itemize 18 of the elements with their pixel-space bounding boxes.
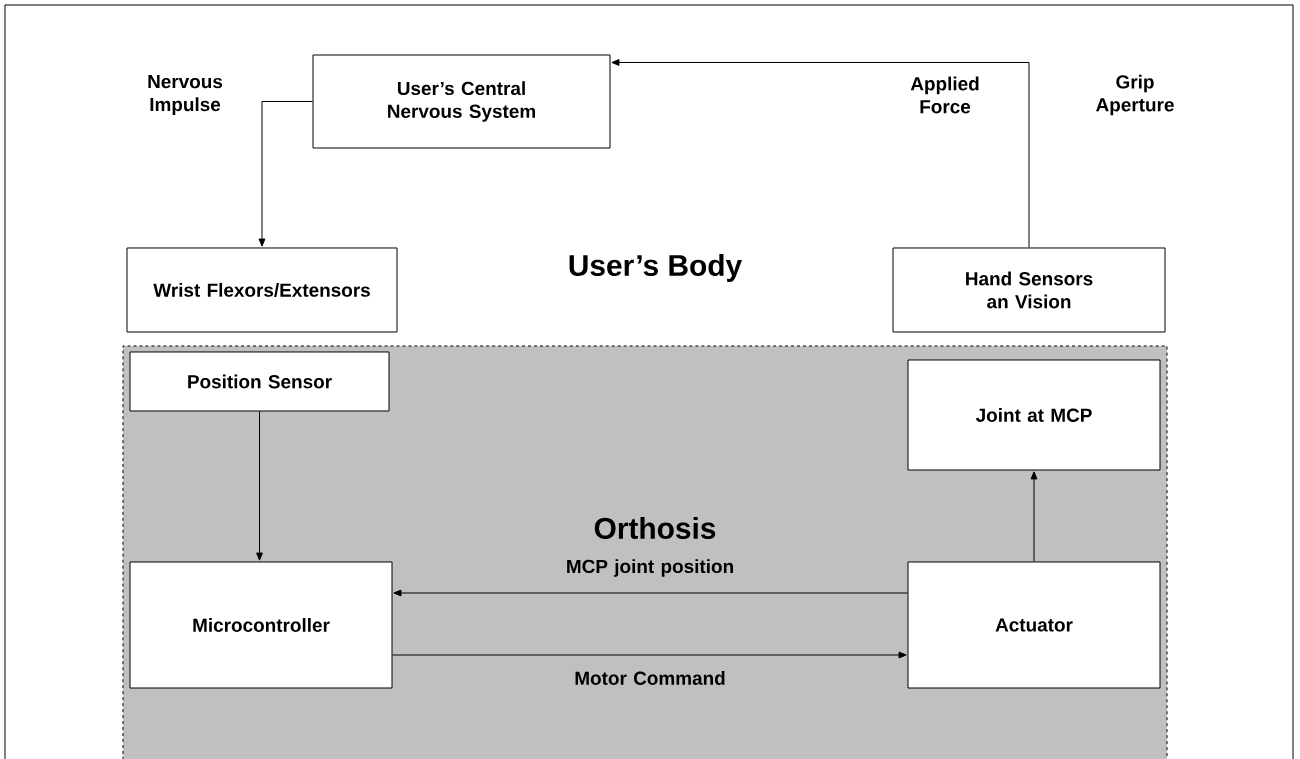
process-box: Actuator: [907, 561, 1161, 689]
edge-label: MCP joint position: [567, 559, 733, 577]
edge-label: Motor Command: [575, 671, 725, 685]
arrow: [1030, 471, 1038, 562]
process-box: Position Sensor: [129, 351, 390, 412]
process-box: Wrist Flexors/Extensors: [126, 247, 398, 333]
edge-label: Nervous Impulse: [148, 75, 223, 115]
edge-label: Applied Force: [910, 76, 979, 114]
process-box: Microcontroller: [129, 561, 393, 689]
process-box: User’s Central Nervous System: [312, 54, 611, 149]
arrow: [256, 411, 263, 561]
arrow: [392, 651, 907, 659]
process-box: Hand Sensors an Vision: [892, 247, 1166, 333]
arrow: [611, 59, 1030, 248]
arrow: [393, 589, 908, 597]
signal-label: Grip Aperture: [1096, 74, 1174, 116]
process-box: Joint at MCP: [907, 359, 1161, 471]
arrow: [258, 101, 313, 247]
